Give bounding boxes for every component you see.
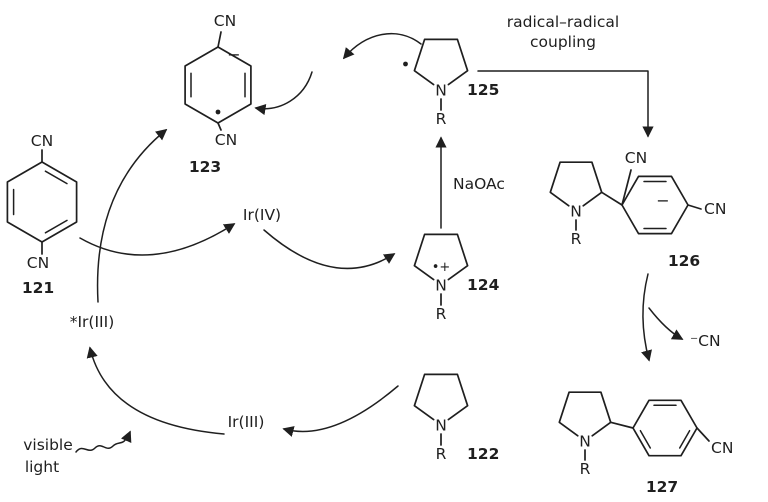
negative-charge: − bbox=[656, 191, 669, 210]
cn-label: CN bbox=[215, 131, 237, 149]
compound-127: N R CN 127 bbox=[558, 391, 733, 496]
double-bond bbox=[44, 170, 68, 185]
compound-number-124: 124 bbox=[467, 276, 500, 294]
pyrrolidine-ring-126 bbox=[549, 161, 603, 207]
compound-124: •+ N R 124 bbox=[413, 233, 500, 323]
ir-iii-star-label: *Ir(III) bbox=[70, 313, 115, 331]
nitrogen-label: N bbox=[579, 433, 591, 451]
coupling-label-line1: radical–radical bbox=[507, 13, 619, 31]
bond-to-cn-top bbox=[217, 31, 222, 48]
coupling-hook-arrow-right bbox=[342, 32, 422, 60]
cyanide-loss-step: ⁻CN bbox=[641, 273, 721, 362]
arrow-irIII-to-irIIIstar bbox=[86, 346, 225, 435]
benzene-ring-121 bbox=[6, 161, 78, 243]
arrow-cyanide-leaving bbox=[648, 307, 684, 340]
naoac-label: NaOAc bbox=[453, 175, 505, 193]
arrow-126-to-127 bbox=[641, 273, 652, 362]
nitrogen-label: N bbox=[435, 82, 447, 100]
compound-number-121: 121 bbox=[22, 279, 54, 297]
cn-label: CN bbox=[711, 439, 733, 457]
compound-number-123: 123 bbox=[189, 158, 221, 176]
nitrogen-label: N bbox=[435, 277, 447, 295]
visible-light-label2: light bbox=[25, 458, 59, 476]
minus-cn-label: ⁻CN bbox=[690, 332, 721, 350]
compound-125: N R 125 bbox=[403, 38, 499, 128]
cn-label: CN bbox=[214, 12, 236, 30]
compound-number-122: 122 bbox=[467, 445, 499, 463]
benzene-ring-127 bbox=[632, 399, 698, 457]
cn-label: CN bbox=[625, 149, 647, 167]
compound-number-126: 126 bbox=[668, 252, 700, 270]
compound-121: CN CN 121 bbox=[6, 132, 78, 297]
compound-number-125: 125 bbox=[467, 81, 499, 99]
double-bond bbox=[678, 429, 691, 449]
ring-link-bond bbox=[600, 191, 623, 206]
pyrrolidine-ring-125 bbox=[413, 38, 469, 86]
double-bond bbox=[639, 429, 652, 449]
ring-link-bond bbox=[609, 421, 634, 429]
r-group-label: R bbox=[571, 230, 582, 248]
r-group-label: R bbox=[580, 460, 591, 478]
nitrogen-label: N bbox=[570, 203, 582, 221]
negative-charge: − bbox=[227, 45, 240, 64]
cn-label: CN bbox=[704, 200, 726, 218]
deprotonation-step: NaOAc bbox=[435, 136, 505, 229]
pyrrolidine-ring-127 bbox=[558, 391, 612, 437]
visible-light-label: visible bbox=[23, 436, 73, 454]
coupling-label-line2: coupling bbox=[530, 33, 596, 51]
nitrogen-label: N bbox=[435, 417, 447, 435]
radical-dot bbox=[215, 109, 221, 115]
r-group-label: R bbox=[436, 110, 447, 128]
pyrrolidine-ring-122 bbox=[413, 373, 469, 421]
radical-cation-charge: •+ bbox=[432, 260, 451, 275]
arrow-125-to-126 bbox=[477, 70, 654, 138]
ir-iv-label: Ir(IV) bbox=[243, 206, 281, 224]
compound-number-127: 127 bbox=[646, 478, 678, 496]
r-group-label: R bbox=[436, 305, 447, 323]
bond-to-cn-top bbox=[621, 169, 632, 206]
ir-iii-label: Ir(III) bbox=[228, 413, 265, 431]
pyrrolidine-ring-124 bbox=[413, 233, 469, 281]
radical-coupling: radical–radical coupling bbox=[254, 13, 654, 138]
bond-to-cn bbox=[696, 427, 710, 442]
arrow-121-to-irIV bbox=[79, 223, 236, 256]
double-bond bbox=[44, 219, 68, 234]
cn-label: CN bbox=[31, 132, 53, 150]
compound-126: N R CN CN − 126 bbox=[549, 149, 726, 270]
arrow-irIV-to-124 bbox=[263, 229, 396, 270]
bond-to-cn-right bbox=[687, 204, 702, 210]
cyclohexadienyl-ring bbox=[621, 175, 689, 235]
arrow-122-to-irIII bbox=[282, 385, 399, 437]
compound-122: N R 122 bbox=[413, 373, 499, 463]
cn-label: CN bbox=[27, 254, 49, 272]
photon-wavy-arrow bbox=[75, 430, 132, 453]
bond-to-cn-bottom bbox=[217, 122, 222, 131]
compound-123: − CN CN 123 bbox=[184, 12, 252, 176]
r-group-label: R bbox=[436, 445, 447, 463]
coupling-hook-arrow-left bbox=[254, 71, 313, 116]
catalytic-cycle: Ir(IV) *Ir(III) Ir(III) visible light bbox=[23, 128, 399, 476]
arrow-irIIIstar-to-123 bbox=[96, 128, 168, 303]
radical-dot bbox=[403, 61, 408, 67]
